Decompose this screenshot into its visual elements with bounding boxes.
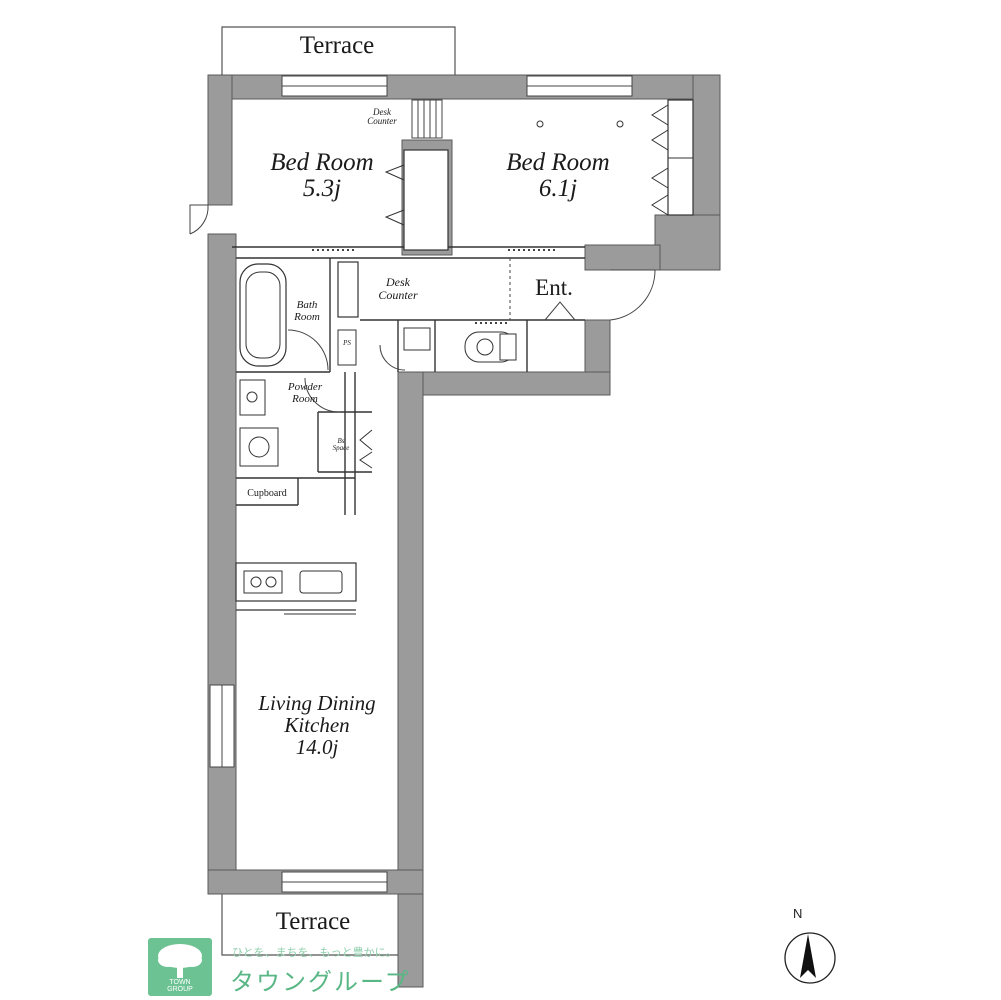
powder-room-label: Powder Room — [274, 381, 336, 405]
kitchen-counter — [235, 562, 357, 602]
door-entrance — [609, 269, 656, 321]
closet-desk-middle — [337, 261, 359, 318]
wall-ldk-right — [397, 371, 424, 988]
closet-desk-top — [411, 99, 443, 139]
bedroom-left-label: Bed Room 5.3j — [252, 149, 392, 203]
powder-sink — [239, 379, 266, 416]
entrance-label: Ent. — [535, 275, 573, 300]
bath-space-label: Bs Space — [326, 437, 356, 453]
bath-space-line1: Bs — [337, 437, 345, 445]
tree-icon — [158, 944, 202, 978]
desk-counter-top-line1: Desk — [373, 107, 391, 117]
wall-corridor-bottom — [397, 371, 611, 396]
cupboard-label: Cupboard — [247, 488, 287, 499]
desk-counter-top-line2: Counter — [367, 116, 397, 127]
ldk-line1: Living Dining — [258, 691, 376, 715]
logo-name: タウングループ — [230, 968, 411, 996]
logo-tree-badge: TOWN GROUP — [148, 938, 212, 996]
door-powder — [304, 377, 341, 413]
ldk-label: Living Dining Kitchen 14.0j — [232, 692, 402, 758]
desk-counter-middle-line2: Counter — [378, 287, 418, 302]
wall-notch-lower — [584, 244, 661, 271]
terrace-bottom-label: Terrace — [275, 908, 351, 935]
wall-bedroom-notch — [654, 214, 721, 271]
ldk-line2: Kitchen — [284, 713, 350, 738]
compass-symbol — [784, 932, 836, 984]
bedroom-left-name: Bed Room — [270, 149, 374, 176]
door-wc — [379, 344, 406, 371]
desk-counter-top-label: Desk Counter — [350, 107, 414, 127]
logo-tagline: ひとを、まちを、もっと豊かに。 — [232, 946, 397, 959]
powder-room-line2: Room — [292, 392, 318, 405]
wall-left-upper — [207, 74, 233, 206]
desk-counter-middle-line1: Desk — [386, 275, 410, 289]
bedroom-left-size: 5.3j — [302, 175, 342, 203]
bath-room-line2: Room — [294, 310, 320, 323]
closet-bedroom-left — [403, 149, 449, 251]
wall-left-lower — [207, 233, 237, 895]
bedroom-right-name: Bed Room — [506, 149, 610, 176]
door-bath — [287, 329, 329, 371]
ps-box — [337, 329, 357, 366]
logo-company-name: TOWN GROUP — [167, 979, 193, 993]
ldk-size: 14.0j — [295, 735, 339, 760]
bath-room-line1: Bath — [296, 299, 318, 311]
bathtub — [239, 263, 287, 367]
company-logo: TOWN GROUP ひとを、まちを、もっと豊かに。 タウングループ — [148, 938, 428, 998]
washer — [239, 427, 279, 467]
bedroom-right-label: Bed Room 6.1j — [488, 149, 628, 203]
bath-space-line2: Space — [332, 444, 350, 453]
bath-room-label: Bath Room — [284, 299, 330, 323]
powder-room-line1: Powder — [287, 381, 323, 393]
bedroom-right-size: 6.1j — [538, 175, 578, 203]
ps-label: PS — [343, 339, 351, 347]
terrace-top-label: Terrace — [299, 32, 375, 59]
north-label: N — [793, 906, 803, 921]
desk-counter-middle-label: Desk Counter — [362, 276, 434, 301]
door-bedroom-left — [189, 204, 209, 235]
